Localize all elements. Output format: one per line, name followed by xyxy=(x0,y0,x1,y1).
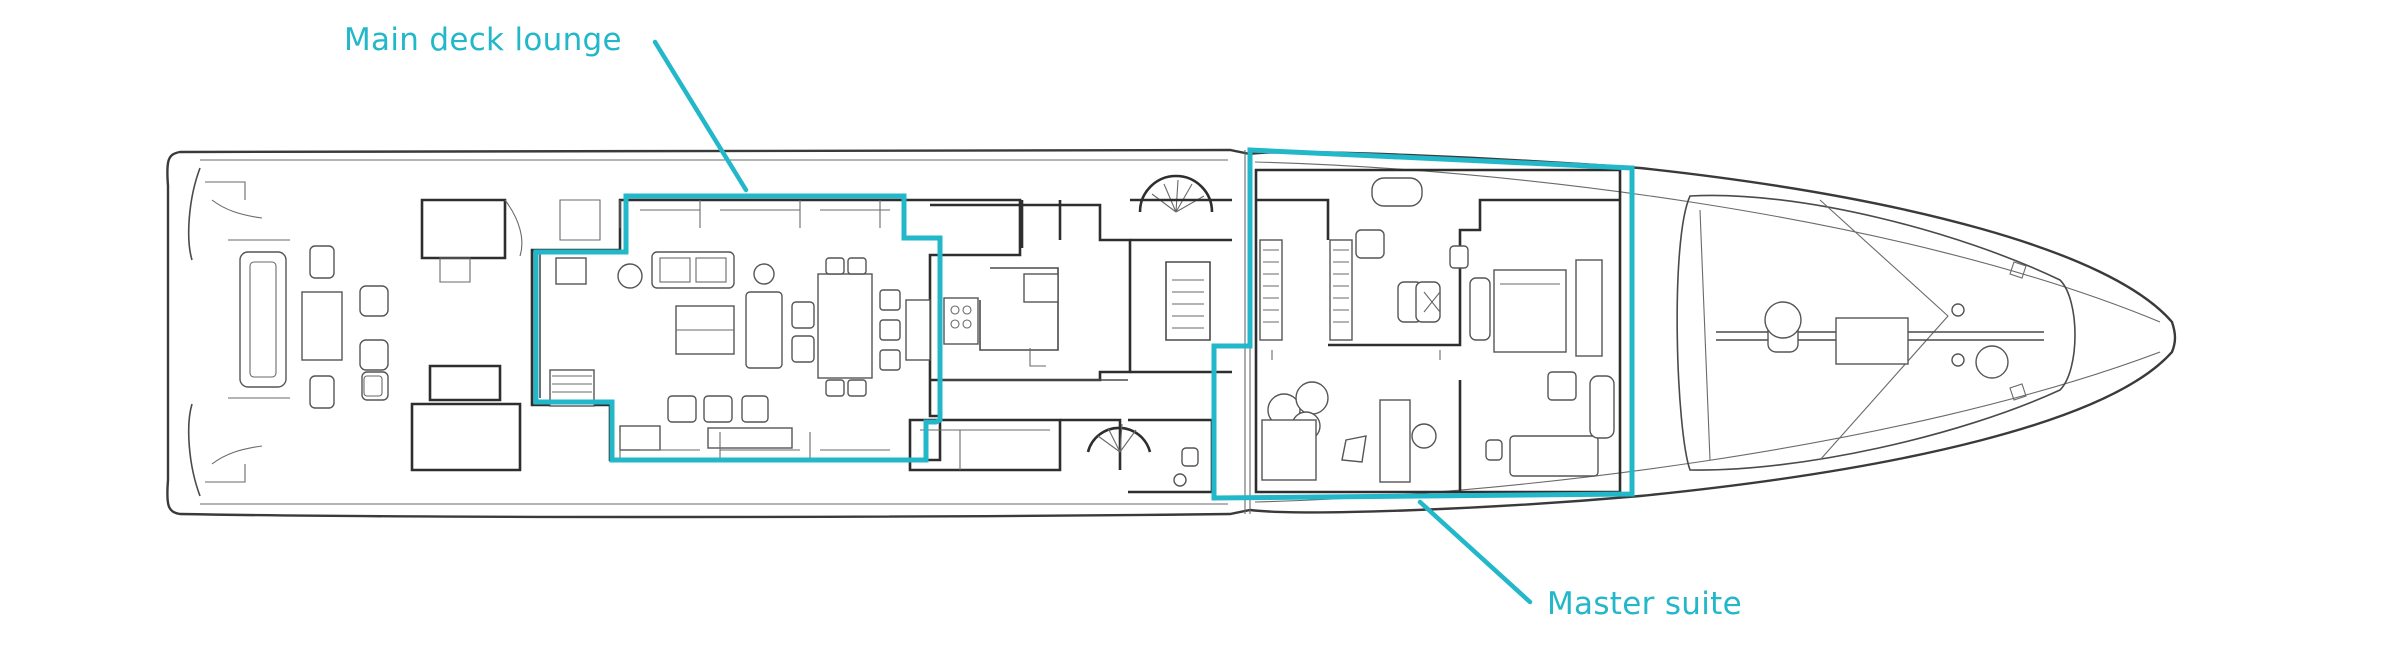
spiral-stairs xyxy=(1086,174,1232,494)
master-pointer xyxy=(1417,499,1533,605)
aft-deck xyxy=(410,198,601,472)
hull-inner-line xyxy=(200,159,2161,505)
master-highlight xyxy=(1211,147,1635,501)
lounge-pointer xyxy=(652,39,749,193)
hull-outline xyxy=(166,148,2177,519)
master-interior xyxy=(1254,168,1622,494)
lounge-highlight xyxy=(533,193,943,463)
stern-area xyxy=(187,167,389,497)
main-deck-lounge-label: Main deck lounge xyxy=(344,22,622,58)
master-suite-label: Master suite xyxy=(1547,586,1742,622)
foredeck xyxy=(1676,194,2076,471)
galley-area xyxy=(905,200,1132,472)
